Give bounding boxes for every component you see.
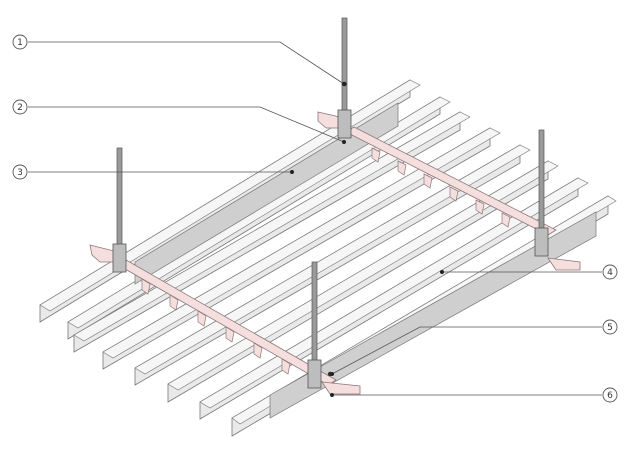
callout-number: 6: [607, 391, 613, 401]
callout-1: 1: [12, 34, 28, 50]
callout-number: 4: [607, 268, 613, 278]
callout-2: 2: [12, 99, 28, 115]
threaded-rod: [538, 129, 545, 235]
leader-line-5: [331, 326, 602, 375]
callout-4: 4: [602, 264, 618, 280]
hanger-clip: [112, 243, 127, 273]
leader-dot: [342, 140, 346, 144]
leader-dot: [440, 270, 444, 274]
carrier-end-brackets: [89, 111, 581, 395]
hanger-clip: [337, 109, 352, 139]
callout-number: 3: [17, 168, 23, 178]
leader-dot: [330, 393, 334, 397]
leader-dot: [290, 170, 294, 174]
panel-strip: [134, 144, 531, 386]
hanger: [534, 129, 549, 257]
carrier-end-bracket: [547, 257, 581, 271]
callouts: [28, 41, 602, 396]
panel-shaded-band: [134, 102, 399, 285]
callout-5: 5: [602, 319, 618, 335]
panel-strip: [39, 79, 421, 323]
hanger-clip: [534, 227, 549, 257]
leader-line-2: [28, 106, 345, 143]
callout-number: 2: [17, 103, 23, 113]
carrier-end-bracket: [321, 381, 361, 395]
leader-dot: [330, 372, 334, 376]
callout-number: 1: [17, 38, 23, 48]
panel-shaded-band: [269, 211, 597, 419]
shaded-flanges: [134, 102, 597, 419]
threaded-rod: [341, 17, 348, 121]
leader-line-1: [28, 41, 345, 85]
hanger: [112, 147, 127, 273]
leader-dot: [342, 82, 346, 86]
callout-3: 3: [12, 164, 28, 180]
carrier-rail: [345, 126, 557, 236]
callout-number: 5: [607, 323, 613, 333]
leader-dots: [290, 82, 444, 397]
threaded-rod: [116, 147, 123, 253]
hangers: [112, 17, 549, 389]
hanger: [337, 17, 352, 139]
callout-6: 6: [602, 387, 618, 403]
callout-circles: 1 2 3 4 5 6: [12, 34, 618, 403]
hanger-clip: [307, 359, 322, 389]
threaded-rod: [311, 261, 318, 369]
